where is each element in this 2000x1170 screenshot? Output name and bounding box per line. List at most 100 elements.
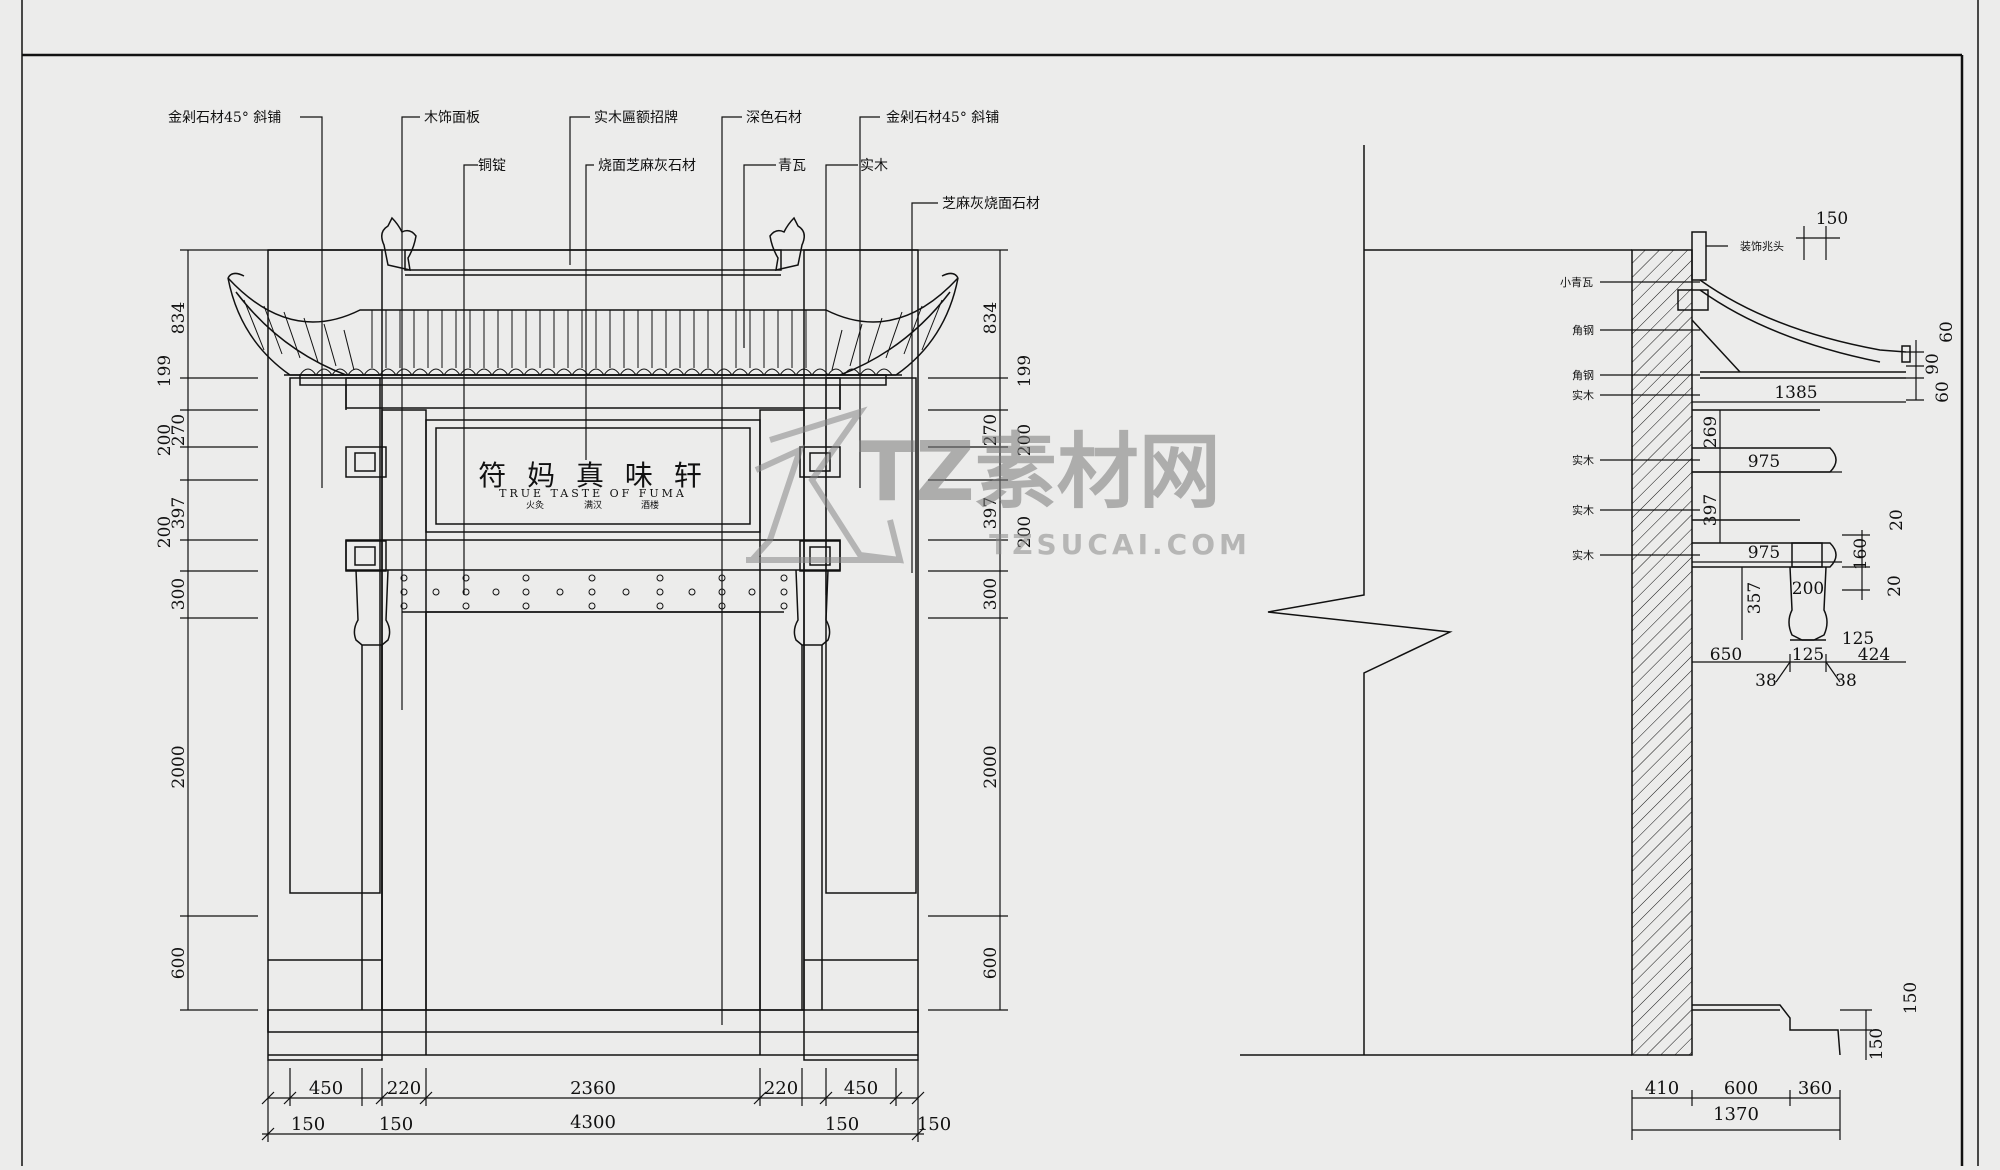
watermark-url: TZSUCAI.COM — [989, 528, 1251, 561]
side-label-l3: 角钢 — [1572, 324, 1594, 337]
right-dim-397: 397 — [981, 497, 1001, 529]
decorative-stud — [462, 602, 470, 610]
decorative-stud — [432, 588, 440, 596]
roof-tile-end — [859, 368, 877, 376]
watermark: TZ素材网 TZSUCAI.COM — [746, 406, 1251, 564]
callout-leaders — [300, 116, 938, 1025]
roof-tile-end — [363, 368, 381, 376]
roof-tile-end — [587, 368, 605, 376]
decorative-stud — [656, 602, 664, 610]
roof-eave-rib — [885, 311, 903, 359]
right-dim-270: 270 — [981, 414, 1001, 446]
roof-tile-end — [763, 368, 781, 376]
right-dim-300: 300 — [981, 578, 1001, 610]
roof-tile-end — [443, 368, 461, 376]
side-dim-357: 357 — [1745, 582, 1765, 614]
bottom-dim-150-b: 150 — [379, 1114, 413, 1135]
drawing-frame — [21, 0, 1979, 1166]
side-dim-150-base-b: 150 — [1867, 1028, 1887, 1060]
roof-tile-end — [315, 368, 333, 376]
plaque-small-1: 火灸 — [526, 499, 544, 511]
callout-c8: 青瓦 — [778, 158, 806, 174]
left-dim-270: 270 — [169, 414, 189, 446]
decorative-stud — [656, 588, 664, 596]
roof-eave-rib — [283, 311, 301, 359]
roof-tile-end — [683, 368, 701, 376]
side-bottom-dim-360: 360 — [1798, 1078, 1832, 1099]
roof-tile-end — [619, 368, 637, 376]
right-dim-200-b: 200 — [1015, 516, 1035, 548]
side-section — [1240, 145, 1911, 1056]
side-dim-125-b: 125 — [1792, 645, 1824, 665]
decorative-stud — [780, 602, 788, 610]
callout-c4: 深色石材 — [746, 109, 802, 126]
decorative-stud — [780, 588, 788, 596]
decorative-stud — [462, 574, 470, 582]
right-dim-2000: 2000 — [981, 745, 1001, 788]
side-dim-975-b: 975 — [1748, 543, 1780, 563]
roof-tile-end — [347, 368, 365, 376]
decorative-stud — [588, 602, 596, 610]
watermark-logo-icon — [746, 406, 904, 564]
roof-tile-end — [331, 368, 349, 376]
side-label-l2: 小青瓦 — [1560, 276, 1593, 289]
decorative-stud — [748, 588, 756, 596]
side-dim-160: 160 — [1851, 538, 1871, 570]
side-dimension-lines — [1631, 226, 1924, 1140]
decorative-studs — [400, 574, 788, 610]
left-dim-600: 600 — [169, 947, 189, 979]
side-dim-125-a: 125 — [1842, 629, 1874, 649]
decorative-stud — [522, 602, 530, 610]
decorative-stud — [556, 588, 564, 596]
roof-eave-rib — [831, 329, 843, 371]
side-bottom-dim-total-1370: 1370 — [1713, 1104, 1759, 1125]
side-dim-60-a: 60 — [1937, 321, 1957, 343]
plaque-subtitle: TRUE TASTE OF FUMA — [499, 487, 687, 500]
roof-tile-end — [555, 368, 573, 376]
side-label-l7: 实木 — [1572, 503, 1594, 517]
callout-c5: 金剁石材45° 斜铺 — [886, 110, 999, 126]
left-dim-2000: 2000 — [169, 745, 189, 788]
right-dim-199: 199 — [1015, 355, 1035, 387]
right-dim-200-a: 200 — [1015, 424, 1035, 456]
side-dim-60-b: 60 — [1933, 381, 1953, 403]
side-bottom-dim-410: 410 — [1645, 1078, 1679, 1099]
roof-tile-end — [475, 368, 493, 376]
side-label-l5: 实木 — [1572, 388, 1594, 402]
left-dim-300: 300 — [169, 578, 189, 610]
roof-tile-end — [651, 368, 669, 376]
side-leaders — [1600, 245, 1728, 556]
roof-tile-end — [779, 368, 797, 376]
left-dim-199: 199 — [155, 355, 175, 387]
roof-tile-end — [795, 368, 813, 376]
decorative-stud — [400, 602, 408, 610]
roof-tiles — [243, 299, 943, 376]
roof-eave-rib — [921, 299, 943, 351]
bottom-dim-150-d: 150 — [917, 1114, 951, 1135]
roof-eave-rib — [867, 317, 883, 363]
callout-c9: 实木 — [860, 158, 888, 174]
bottom-dim-2360: 2360 — [570, 1078, 616, 1099]
roof-tile-end — [459, 368, 477, 376]
side-dim-38-b: 38 — [1835, 671, 1857, 691]
decorative-stud — [522, 574, 530, 582]
plaque-title: 符 妈 真 味 轩 — [478, 459, 708, 492]
side-bottom-dim-600: 600 — [1724, 1078, 1758, 1099]
callout-c2: 木饰面板 — [424, 110, 480, 126]
decorative-stud — [780, 574, 788, 582]
callout-c6: 铜锭 — [478, 158, 506, 174]
left-dim-200-a: 200 — [155, 424, 175, 456]
left-dimension-labels: 834 199 270 200 397 200 300 2000 600 — [155, 302, 189, 979]
side-labels: 装饰兆头 小青瓦 角钢 角钢 实木 实木 实木 实木 — [1560, 239, 1784, 562]
roof-tile-end — [299, 368, 317, 376]
roof-eave-rib — [323, 323, 337, 367]
roof-tile-end — [491, 368, 509, 376]
bottom-dimension-labels: 450 220 2360 220 450 150 150 150 150 430… — [291, 1078, 951, 1135]
side-label-l6: 实木 — [1572, 453, 1594, 467]
side-dim-397: 397 — [1701, 494, 1721, 526]
callout-c7: 烧面芝麻灰石材 — [598, 158, 696, 174]
roof-tile-end — [539, 368, 557, 376]
side-label-l4: 角钢 — [1572, 369, 1594, 382]
side-dimension-labels: 150 60 90 60 1385 269 975 397 20 975 160… — [1645, 209, 1957, 1125]
